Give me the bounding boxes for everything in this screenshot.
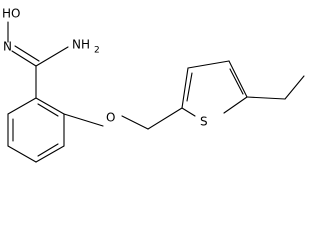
bond [35, 46, 69, 67]
bond [284, 75, 305, 100]
bond [187, 60, 230, 69]
molecule-svg: N HO NH 2 O S [2, 7, 305, 163]
bond [35, 145, 65, 163]
bond [181, 107, 196, 117]
atom-label-nh2: NH [72, 38, 90, 52]
amidoxime-group: N HO NH 2 [2, 7, 100, 99]
double-bond [14, 45, 40, 62]
atom-label-o: O [106, 111, 115, 125]
bond [7, 97, 37, 115]
atom-label-oh: HO [2, 7, 20, 21]
bond [223, 96, 248, 114]
ethyl-group [246, 75, 305, 100]
benzene-ring [7, 97, 65, 163]
double-bond-inner [37, 143, 59, 157]
atom-label-nh2-subscript: 2 [94, 46, 100, 56]
bond [121, 115, 149, 130]
bond [35, 97, 65, 115]
bond [246, 96, 286, 100]
atom-label-s: S [200, 115, 208, 129]
bond [228, 60, 248, 98]
double-bond-inner [37, 103, 59, 117]
bond [181, 67, 189, 109]
double-bond-inner [186, 72, 193, 102]
double-bond [11, 50, 37, 67]
ether-linkage: O [63, 107, 183, 130]
atom-label-n: N [3, 40, 12, 54]
structure-diagram: N HO NH 2 O S [2, 6, 305, 163]
bond [147, 107, 183, 130]
thiophene-ring: S [181, 60, 248, 129]
bond [63, 113, 104, 127]
bond [7, 145, 37, 163]
double-bond-inner [229, 68, 244, 95]
